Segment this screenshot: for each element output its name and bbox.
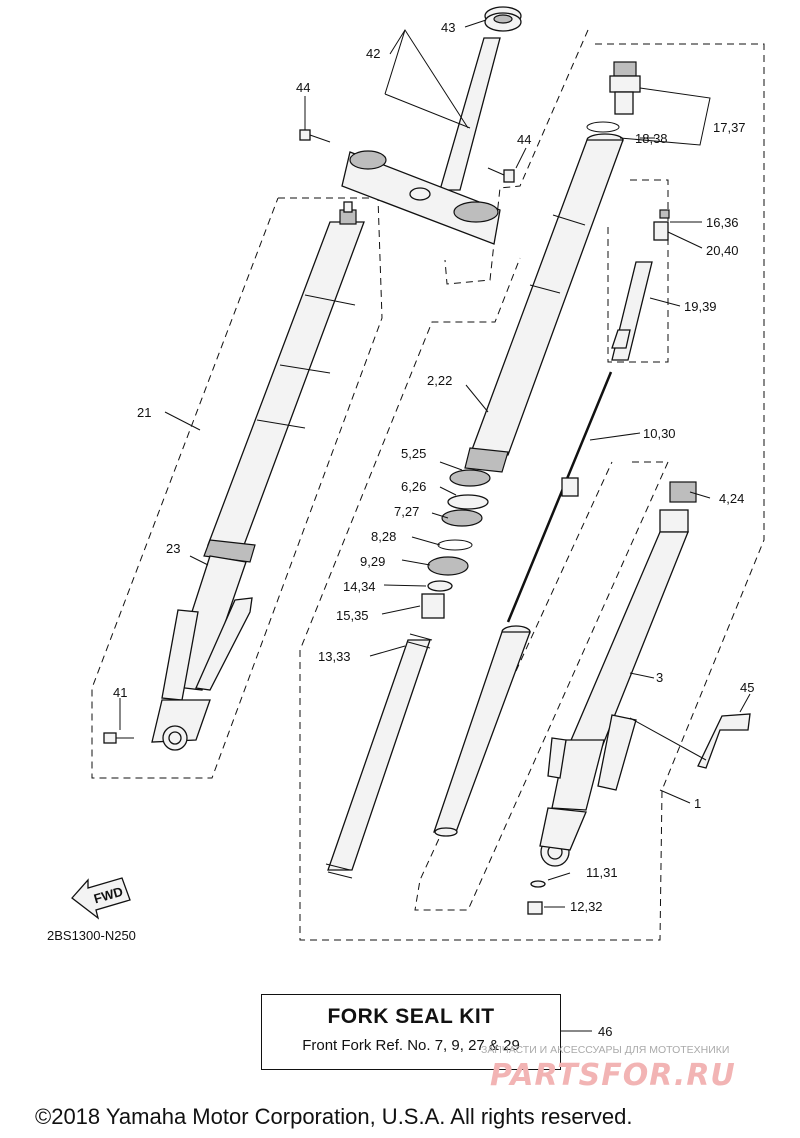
steering-stem-assembly bbox=[299, 6, 522, 245]
callout-20-40: 20,40 bbox=[706, 243, 739, 258]
fork-cap-bolt bbox=[586, 61, 641, 133]
callout-labels: 43 42 44 44 17,37 18,38 16,36 20,40 19,3… bbox=[113, 20, 754, 1039]
callout-19-39: 19,39 bbox=[684, 299, 717, 314]
inner-tube bbox=[527, 481, 697, 915]
callout-7-27: 7,27 bbox=[394, 504, 419, 519]
fork-seal-kit-box: FORK SEAL KIT Front Fork Ref. No. 7, 9, … bbox=[261, 994, 561, 1070]
callout-6-26: 6,26 bbox=[401, 479, 426, 494]
watermark-tagline: ЗАПЧАСТИ И АКСЕССУАРЫ ДЛЯ МОТОТЕХНИКИ bbox=[481, 1044, 730, 1056]
damper-parts bbox=[433, 209, 670, 837]
callout-5-25: 5,25 bbox=[401, 446, 426, 461]
callout-8-28: 8,28 bbox=[371, 529, 396, 544]
callout-21: 21 bbox=[137, 405, 151, 420]
callout-45: 45 bbox=[740, 680, 754, 695]
leader-lines bbox=[119, 19, 751, 1032]
left-fork-assembly bbox=[103, 201, 365, 751]
fork-spring bbox=[325, 633, 433, 879]
seal-kit-subtitle: Front Fork Ref. No. 7, 9, 27 & 29 bbox=[302, 1037, 520, 1054]
callout-4-24: 4,24 bbox=[719, 491, 744, 506]
diagram-code: 2BS1300-N250 bbox=[47, 928, 136, 943]
callout-18-38: 18,38 bbox=[635, 131, 668, 146]
guard-bracket bbox=[697, 713, 751, 769]
group-outline-steering-stem bbox=[444, 29, 589, 285]
callout-2-22: 2,22 bbox=[427, 373, 452, 388]
callout-15-35: 15,35 bbox=[336, 608, 369, 623]
callout-42: 42 bbox=[366, 46, 380, 61]
callout-41: 41 bbox=[113, 685, 127, 700]
callout-13-33: 13,33 bbox=[318, 649, 351, 664]
callout-16-36: 16,36 bbox=[706, 215, 739, 230]
fwd-arrow-icon: FWD bbox=[71, 877, 131, 920]
callout-46: 46 bbox=[598, 1024, 612, 1039]
callout-17-37: 17,37 bbox=[713, 120, 746, 135]
callout-9-29: 9,29 bbox=[360, 554, 385, 569]
group-outline-right-fork bbox=[299, 43, 765, 941]
callout-11-31: 11,31 bbox=[586, 865, 618, 880]
callout-44-right: 44 bbox=[517, 132, 531, 147]
copyright-notice: ©2018 Yamaha Motor Corporation, U.S.A. A… bbox=[35, 1104, 633, 1129]
callout-14-34: 14,34 bbox=[343, 579, 376, 594]
outer-tube bbox=[464, 133, 624, 473]
callout-10-30: 10,30 bbox=[643, 426, 676, 441]
seal-stack bbox=[421, 469, 491, 619]
callout-12-32: 12,32 bbox=[570, 899, 603, 914]
callout-3: 3 bbox=[656, 670, 663, 685]
watermark-logo: PARTSFOR.RU bbox=[490, 1058, 736, 1093]
callout-43: 43 bbox=[441, 20, 455, 35]
callout-23: 23 bbox=[166, 541, 180, 556]
callout-44-left: 44 bbox=[296, 80, 310, 95]
callout-1: 1 bbox=[694, 796, 701, 811]
seal-kit-title: FORK SEAL KIT bbox=[327, 1005, 495, 1028]
group-outline-damper-inner bbox=[607, 179, 669, 363]
